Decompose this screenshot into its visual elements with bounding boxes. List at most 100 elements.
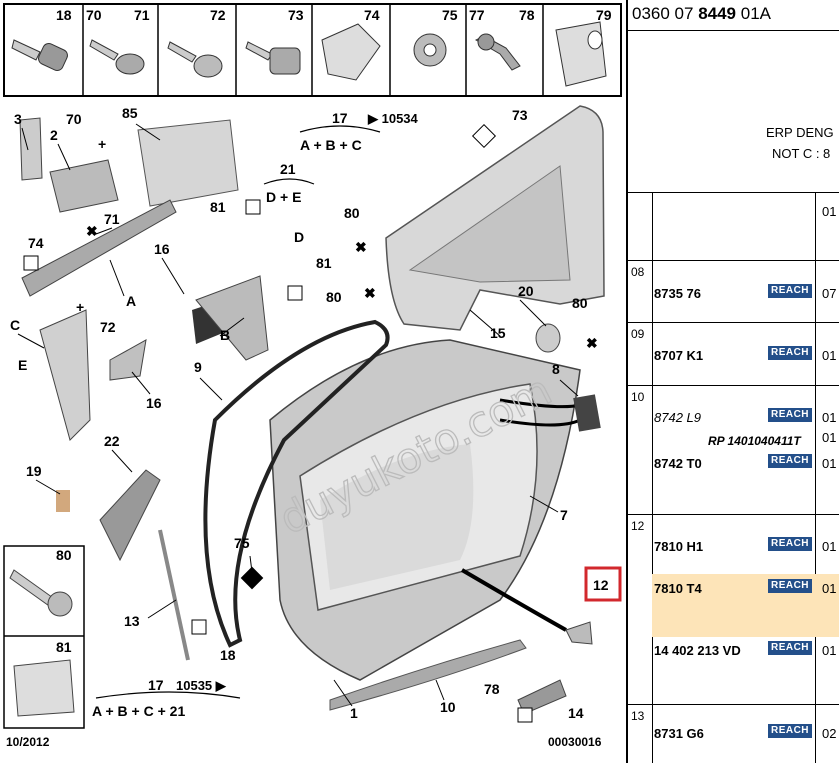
- callout-16-a: 16: [154, 241, 170, 257]
- strip-label-75: 75: [442, 7, 458, 23]
- leader-lines: [17, 123, 579, 707]
- part-ref[interactable]: 14 402 213 VD: [654, 643, 741, 658]
- callout-c: C: [10, 317, 20, 333]
- strip-label-70: 70: [86, 7, 102, 23]
- callout-abc21: A + B + C + 21: [92, 703, 185, 719]
- reach-badge: REACH: [768, 408, 812, 422]
- part-number-header: 0360 07 8449 01A: [632, 4, 771, 23]
- callout-19: 19: [26, 463, 42, 479]
- callout-22: 22: [104, 433, 120, 449]
- strip-label-74: 74: [364, 7, 380, 23]
- callout-17-bottom: 17: [148, 677, 164, 693]
- part-ref[interactable]: 8707 K1: [654, 348, 704, 363]
- callout-73: 73: [512, 107, 528, 123]
- part-qty: 01: [822, 539, 837, 554]
- group-number: 08: [631, 265, 645, 279]
- svg-text:+: +: [76, 299, 84, 315]
- group-number: 10: [631, 390, 645, 404]
- inset-box: 80 81: [3, 545, 85, 729]
- callout-b: B: [220, 327, 230, 343]
- erp-line-2: NOT C : 8: [772, 146, 831, 161]
- part-qty: 01: [822, 430, 837, 445]
- row-divider: [628, 322, 839, 323]
- diagram-code: 00030016: [548, 735, 602, 749]
- part-qty: 01: [822, 348, 837, 363]
- diagram-date: 10/2012: [6, 735, 50, 749]
- callout-72: 72: [100, 319, 116, 335]
- strip-label-77: 77: [469, 7, 485, 23]
- svg-text:✖: ✖: [86, 223, 98, 239]
- callout-80-a: 80: [344, 205, 360, 221]
- callout-1: 1: [350, 705, 358, 721]
- parts-diagram: 18 70 71 72 73 74 75 77 78 79 17 ▶ 10534…: [3, 3, 622, 749]
- part-ref[interactable]: 8742 T0: [654, 456, 702, 471]
- highlight-box-12: [584, 566, 622, 602]
- callout-71: 71: [104, 211, 120, 227]
- strip-label-78: 78: [519, 7, 535, 23]
- part-ref[interactable]: 7810 H1: [654, 539, 704, 554]
- callout-2: 2: [50, 127, 58, 143]
- callout-14: 14: [568, 705, 584, 721]
- column-divider-2: [815, 192, 816, 763]
- part-qty: 01: [822, 581, 837, 596]
- callout-18: 18: [220, 647, 236, 663]
- callout-abc-top: A + B + C: [300, 137, 362, 153]
- group-number: 12: [631, 519, 645, 533]
- callout-d: D: [294, 229, 304, 245]
- group-number: 13: [631, 709, 645, 723]
- reach-badge: REACH: [768, 641, 812, 655]
- tailgate-assembly: [19, 105, 605, 715]
- callout-de: D + E: [266, 189, 301, 205]
- part-qty: 01: [822, 643, 837, 658]
- row-divider: [628, 385, 839, 386]
- callout-10535: 10535 ▶: [176, 678, 227, 693]
- callout-13: 13: [124, 613, 140, 629]
- callout-74: 74: [28, 235, 44, 251]
- reach-badge: REACH: [768, 579, 812, 593]
- callout-a: A: [126, 293, 136, 309]
- strip-label-18: 18: [56, 7, 72, 23]
- part-ref[interactable]: 8735 76: [654, 286, 701, 301]
- strip-label-72: 72: [210, 7, 226, 23]
- row-divider: [628, 514, 839, 515]
- callout-7: 7: [560, 507, 568, 523]
- reach-badge: REACH: [768, 454, 812, 468]
- part-qty: 01: [822, 456, 837, 471]
- rp-reference: RP 1401040411T: [708, 434, 801, 448]
- svg-text:✖: ✖: [364, 285, 376, 301]
- first-row-qty: 01: [822, 204, 837, 219]
- reach-badge: REACH: [768, 537, 812, 551]
- callout-8: 8: [552, 361, 560, 377]
- group-labels: 17 ▶ 10534 A + B + C 21 D + E 17 10535 ▶…: [92, 110, 419, 719]
- callout-12: 12: [593, 577, 609, 593]
- diagram-canvas: 18 70 71 72 73 74 75 77 78 79 17 ▶ 10534…: [3, 3, 622, 749]
- strip-label-79: 79: [596, 7, 612, 23]
- part-ref[interactable]: 8731 G6: [654, 726, 704, 741]
- callout-21: 21: [280, 161, 296, 177]
- callout-10534: ▶ 10534: [367, 111, 419, 126]
- callout-15: 15: [490, 325, 506, 341]
- callout-10: 10: [440, 699, 456, 715]
- callout-9: 9: [194, 359, 202, 375]
- part-ref-highlighted[interactable]: 7810 T4: [654, 581, 702, 596]
- fastener-strip: 18 70 71 72 73 74 75 77 78 79: [3, 3, 622, 97]
- callout-78: 78: [484, 681, 500, 697]
- header-divider: [628, 30, 839, 31]
- row-divider: [628, 704, 839, 705]
- callout-16-b: 16: [146, 395, 162, 411]
- callout-20: 20: [518, 283, 534, 299]
- parts-list-panel: 0360 07 8449 01A ERP DENG NOT C : 8 01 0…: [626, 0, 839, 763]
- part-ref[interactable]: 8742 L9: [654, 410, 701, 425]
- group-number: 09: [631, 327, 645, 341]
- erp-line-1: ERP DENG: [766, 125, 834, 140]
- part-qty: 02: [822, 726, 837, 741]
- reach-badge: REACH: [768, 284, 812, 298]
- callout-85: 85: [122, 105, 138, 121]
- callout-e: E: [18, 357, 27, 373]
- callout-80-c: 80: [572, 295, 588, 311]
- reach-badge: REACH: [768, 346, 812, 360]
- part-qty: 01: [822, 410, 837, 425]
- callouts: 3 2 70 + 85 73 71 ✖ 74 81 D 81 80 ✖ 80 ✖…: [6, 105, 622, 749]
- callout-70: 70: [66, 111, 82, 127]
- strip-label-73: 73: [288, 7, 304, 23]
